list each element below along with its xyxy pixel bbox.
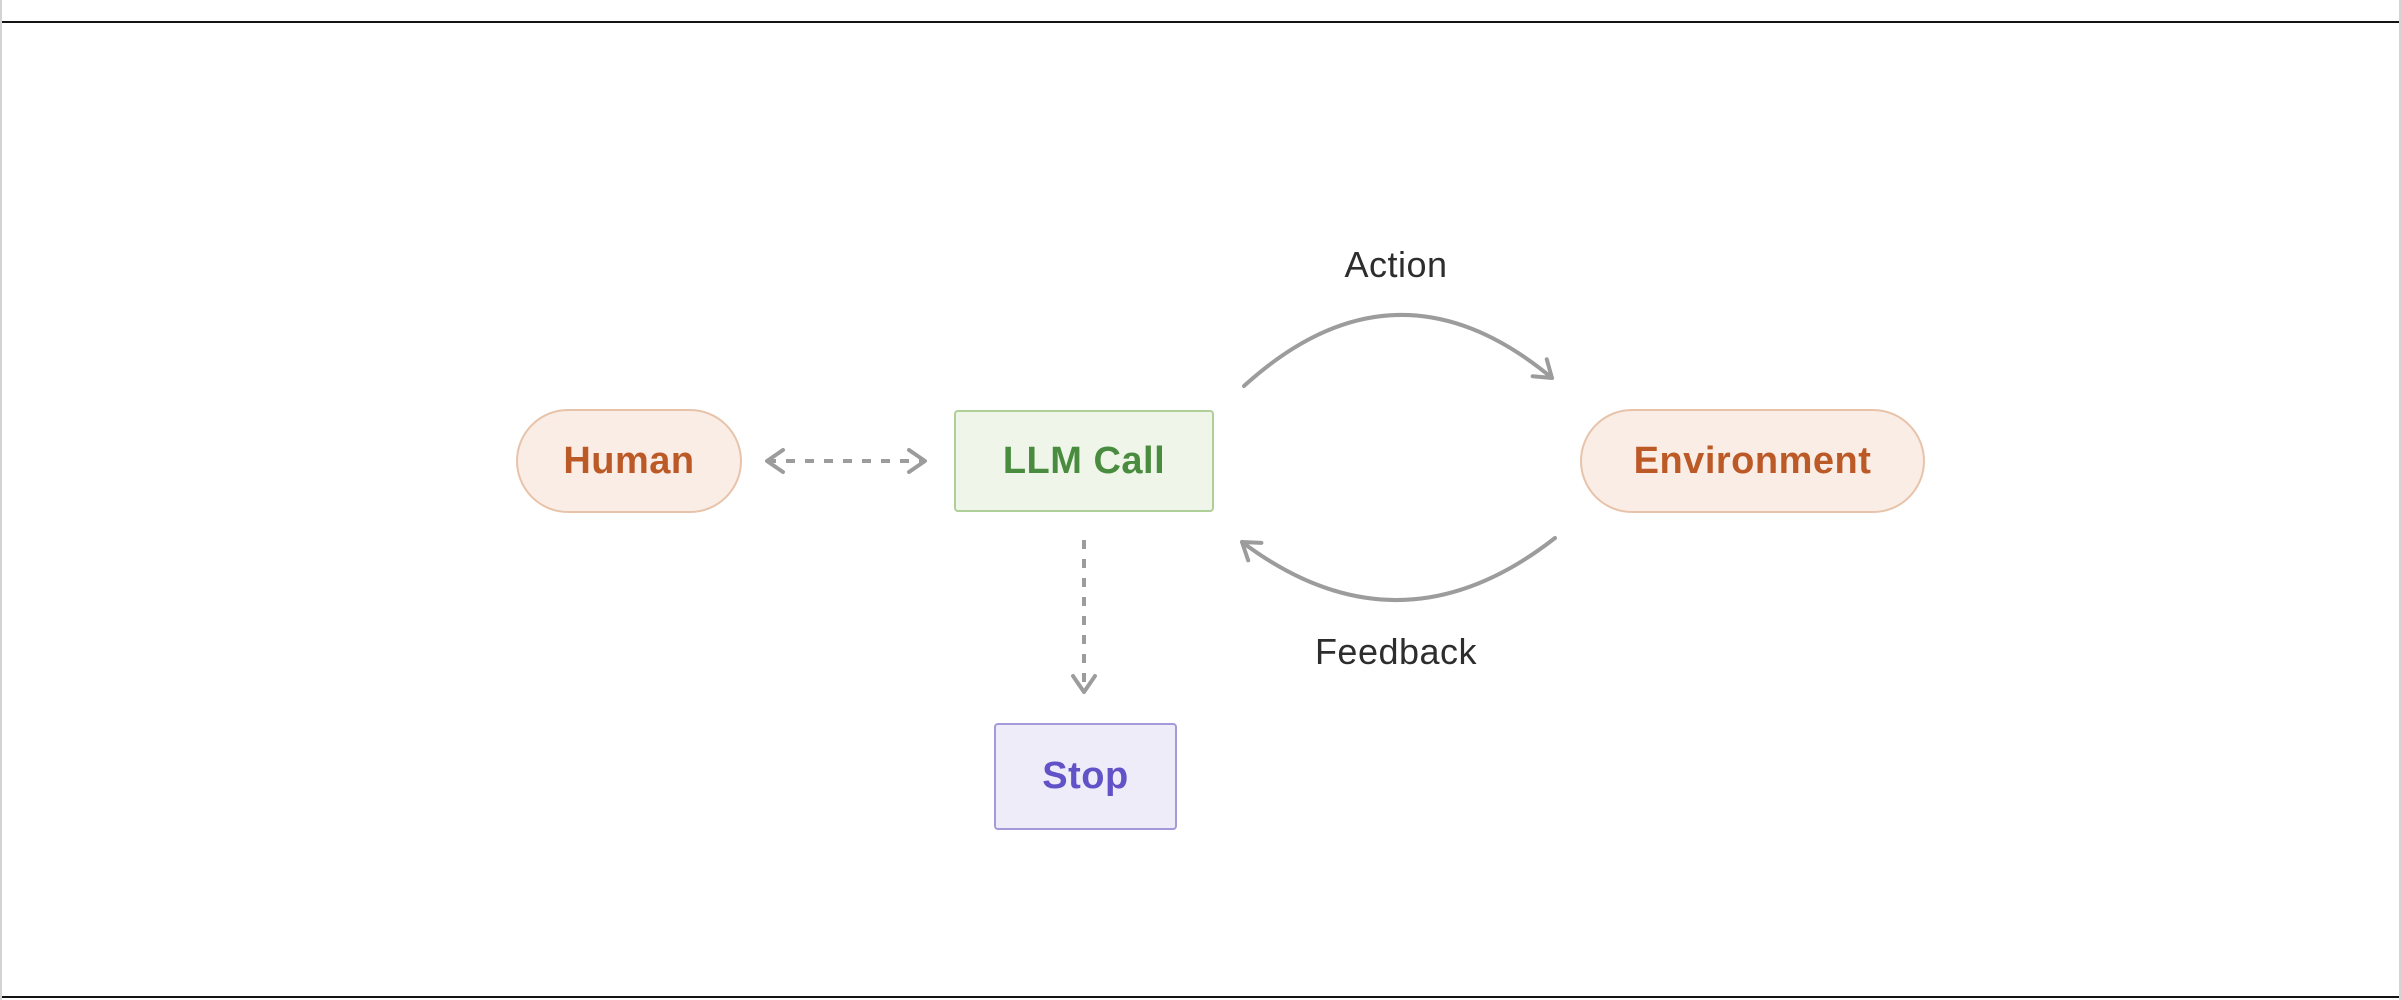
node-human-label: Human xyxy=(563,439,695,482)
node-environment-label: Environment xyxy=(1633,439,1872,482)
action-arc-arrow xyxy=(1242,313,1554,388)
node-human: Human xyxy=(516,409,742,513)
node-stop: Stop xyxy=(994,723,1177,830)
node-llm-call-label: LLM Call xyxy=(1002,439,1166,482)
action-edge-label: Action xyxy=(1344,244,1448,285)
bottom-divider xyxy=(2,996,2399,998)
node-environment: Environment xyxy=(1580,409,1925,513)
node-llm-call: LLM Call xyxy=(954,410,1214,512)
feedback-arc-arrow xyxy=(1240,536,1557,602)
feedback-edge-label: Feedback xyxy=(1314,631,1478,672)
node-stop-label: Stop xyxy=(1042,755,1129,797)
top-divider xyxy=(2,21,2399,23)
